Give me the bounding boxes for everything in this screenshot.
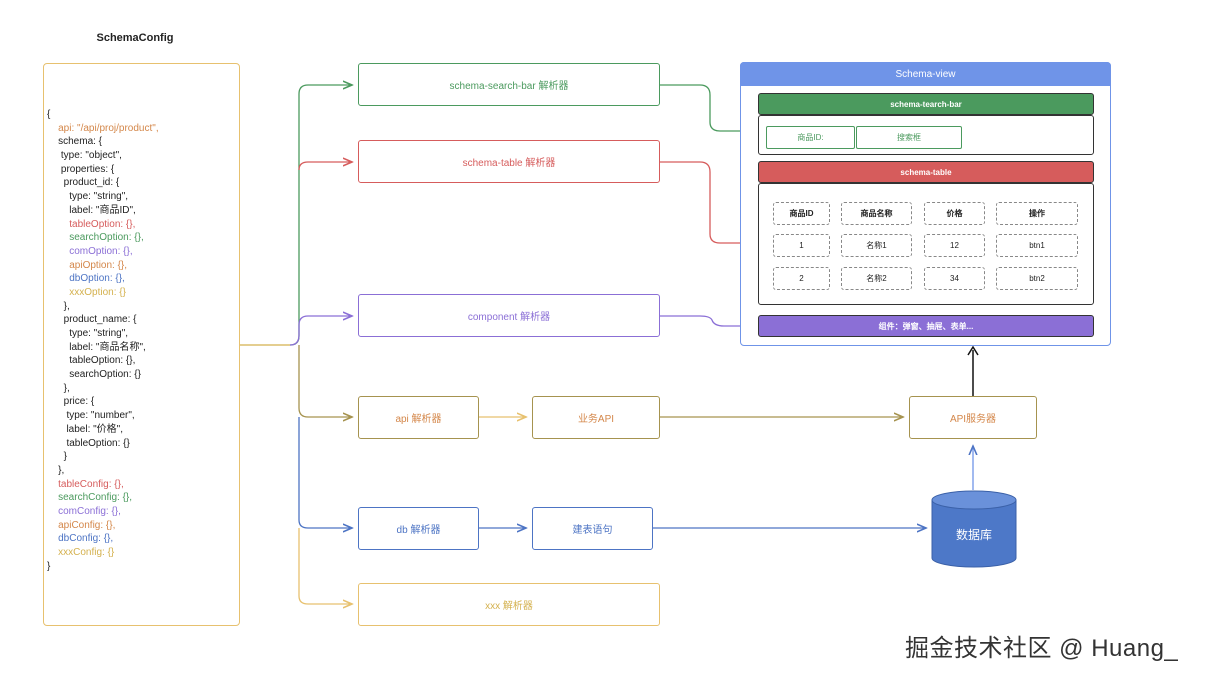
database-icon — [931, 490, 1017, 568]
code-line: searchOption: {}, — [47, 232, 144, 244]
search-bar-parser-node: schema-search-bar 解析器 — [358, 63, 660, 106]
code-line: }, — [47, 300, 70, 312]
api-server-node: API服务器 — [909, 396, 1037, 439]
database-label: 数据库 — [955, 528, 992, 542]
xxx-parser-node: xxx 解析器 — [358, 583, 660, 626]
table-cell: 2 — [773, 267, 830, 290]
search-input[interactable]: 搜索框 — [856, 126, 962, 149]
diagram-title: SchemaConfig — [96, 32, 174, 44]
code-line: price: { — [47, 396, 95, 408]
table-header-cell: 商品ID — [773, 202, 830, 225]
table-header-bar: schema-table — [758, 161, 1094, 183]
code-line: api: "/api/proj/product", — [47, 122, 159, 134]
code-line: } — [47, 451, 68, 463]
code-line: product_name: { — [47, 314, 137, 326]
schema-config-code: { api: "/api/proj/product", schema: { ty… — [47, 108, 159, 573]
code-line: label: "商品名称", — [47, 341, 146, 353]
table-cell: 名称1 — [841, 234, 912, 257]
code-line: searchOption: {} — [47, 369, 141, 381]
code-line: comOption: {}, — [47, 245, 133, 257]
code-line: tableConfig: {}, — [47, 478, 124, 490]
schema-view-title: Schema-view — [740, 62, 1111, 86]
table-header-cell: 价格 — [924, 202, 985, 225]
code-line: apiConfig: {}, — [47, 519, 116, 531]
code-line: product_id: { — [47, 177, 120, 189]
code-line: dbConfig: {}, — [47, 533, 114, 545]
code-line: label: "价格", — [47, 423, 124, 435]
code-line: properties: { — [47, 163, 115, 175]
code-line: tableOption: {}, — [47, 218, 136, 230]
db-parser-node: db 解析器 — [358, 507, 479, 550]
code-line: xxxConfig: {} — [47, 547, 115, 558]
code-line: } — [47, 560, 51, 572]
code-line: type: "number", — [47, 410, 135, 422]
schema-config-box — [43, 63, 240, 626]
table-header-cell: 商品名称 — [841, 202, 912, 225]
table-header-cell: 操作 — [996, 202, 1078, 225]
search-bar-header: schema-tearch-bar — [758, 93, 1094, 115]
code-line: type: "object", — [47, 150, 122, 162]
code-line: searchConfig: {}, — [47, 492, 133, 504]
code-line: schema: { — [47, 136, 103, 148]
code-line: tableOption: {} — [47, 437, 130, 449]
watermark: 掘金技术社区 @ Huang_ — [905, 635, 1179, 662]
component-parser-node: component 解析器 — [358, 294, 660, 337]
table-action-button[interactable]: btn1 — [996, 234, 1078, 257]
code-line: xxxOption: {} — [47, 286, 126, 298]
table-action-button[interactable]: btn2 — [996, 267, 1078, 290]
code-line: apiOption: {}, — [47, 259, 128, 271]
table-parser-node: schema-table 解析器 — [358, 140, 660, 183]
code-line: }, — [47, 464, 65, 476]
table-cell: 34 — [924, 267, 985, 290]
code-line: dbOption: {}, — [47, 273, 125, 285]
create-table-sql-node: 建表语句 — [532, 507, 653, 550]
api-parser-node: api 解析器 — [358, 396, 479, 439]
code-line: type: "string", — [47, 191, 129, 203]
table-cell: 12 — [924, 234, 985, 257]
code-line: { — [47, 109, 51, 120]
code-line: comConfig: {}, — [47, 505, 121, 517]
code-line: type: "string", — [47, 328, 129, 339]
code-line: label: "商品ID", — [47, 204, 136, 216]
business-api-node: 业务API — [532, 396, 660, 439]
code-line: }, — [47, 382, 70, 394]
table-cell: 1 — [773, 234, 830, 257]
code-line: tableOption: {}, — [47, 355, 136, 367]
component-bar: 组件：弹窗、抽屉、表单... — [758, 315, 1094, 337]
search-field-label: 商品ID: — [766, 126, 855, 149]
table-cell: 名称2 — [841, 267, 912, 290]
